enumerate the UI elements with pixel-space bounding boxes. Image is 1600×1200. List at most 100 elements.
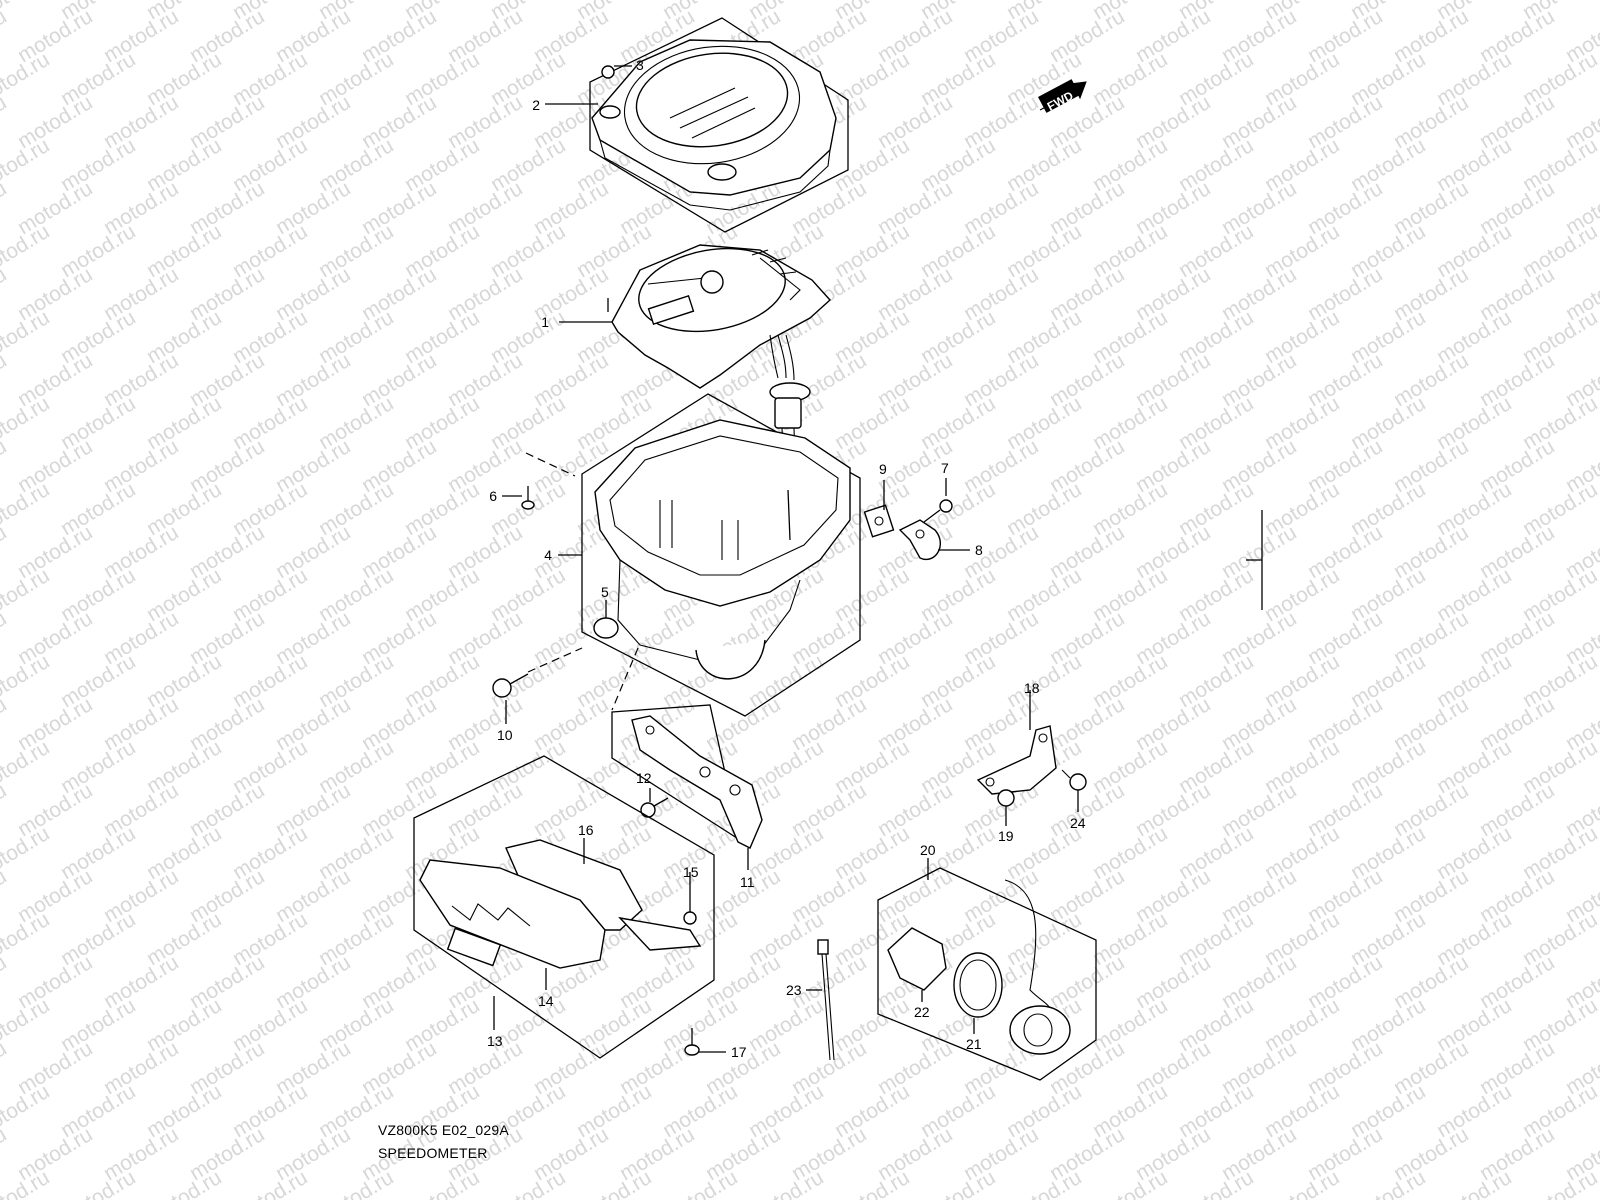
- watermark-text: motod.ru: [1175, 134, 1258, 196]
- grommet-5: [593, 617, 619, 639]
- watermark-text: motod.ru: [100, 5, 183, 67]
- watermark-text: motod.ru: [186, 177, 269, 239]
- watermark-text: motod.ru: [1476, 91, 1559, 153]
- watermark-text: motod.ru: [315, 908, 398, 970]
- watermark-text: motod.ru: [0, 1123, 11, 1185]
- watermark-text: motod.ru: [315, 478, 398, 540]
- watermark-text: motod.ru: [14, 607, 97, 669]
- watermark-text: motod.ru: [14, 435, 97, 497]
- watermark-text: motod.ru: [573, 650, 656, 712]
- watermark-text: motod.ru: [272, 951, 355, 1013]
- watermark-text: motod.ru: [143, 822, 226, 884]
- watermark-text: motod.ru: [1347, 822, 1430, 884]
- watermark-text: motod.ru: [1218, 1037, 1301, 1099]
- watermark-text: motod.ru: [917, 392, 1000, 454]
- watermark-text: motod.ru: [57, 650, 140, 712]
- bracket-18: [976, 725, 1057, 795]
- watermark-text: motod.ru: [960, 91, 1043, 153]
- cover-boss-left: [599, 105, 621, 119]
- watermark-text: motod.ru: [1261, 564, 1344, 626]
- watermark-text: motod.ru: [0, 0, 54, 24]
- watermark-text: motod.ru: [401, 564, 484, 626]
- watermark-text: motod.ru: [57, 48, 140, 110]
- watermark-text: motod.ru: [186, 263, 269, 325]
- watermark-text: motod.ru: [1519, 306, 1600, 368]
- watermark-text: motod.ru: [272, 349, 355, 411]
- watermark-text: motod.ru: [1390, 951, 1473, 1013]
- watermark-text: motod.ru: [1562, 435, 1600, 497]
- callout-20: 20: [920, 842, 936, 858]
- watermark-text: motod.ru: [358, 435, 441, 497]
- watermark-text: motod.ru: [57, 134, 140, 196]
- watermark-text: motod.ru: [315, 564, 398, 626]
- watermark-text: motod.ru: [1476, 951, 1559, 1013]
- watermark-text: motod.ru: [917, 650, 1000, 712]
- cable-tie-23: [817, 939, 835, 1061]
- watermark-text: motod.ru: [315, 134, 398, 196]
- watermark-text: motod.ru: [1347, 0, 1430, 24]
- watermark-text: motod.ru: [788, 1123, 871, 1185]
- watermark-text: motod.ru: [229, 908, 312, 970]
- diagram-title: SPEEDOMETER: [378, 1145, 488, 1161]
- watermark-text: motod.ru: [1175, 1166, 1258, 1200]
- watermark-text: motod.ru: [0, 220, 54, 282]
- watermark-text: motod.ru: [1261, 220, 1344, 282]
- sensor-ring-21-inner: [959, 959, 997, 1011]
- watermark-text: motod.ru: [1347, 48, 1430, 110]
- watermark-text: motod.ru: [0, 306, 54, 368]
- watermark-text: motod.ru: [788, 779, 871, 841]
- watermark-text: motod.ru: [401, 134, 484, 196]
- leader-10-case: [527, 647, 583, 673]
- watermark-text: motod.ru: [444, 435, 527, 497]
- watermark-text: motod.ru: [1562, 91, 1600, 153]
- bracket-11-group: [611, 704, 763, 849]
- watermark-text: motod.ru: [1046, 607, 1129, 669]
- washer-19: [997, 789, 1015, 807]
- watermark-text: motod.ru: [14, 263, 97, 325]
- watermark-text: motod.ru: [659, 1080, 742, 1142]
- watermark-text: motod.ru: [401, 392, 484, 454]
- watermark-text: motod.ru: [1261, 0, 1344, 24]
- watermark-text: motod.ru: [401, 736, 484, 798]
- watermark-text: motod.ru: [1476, 435, 1559, 497]
- watermark-text: motod.ru: [917, 48, 1000, 110]
- watermark-text: motod.ru: [1519, 822, 1600, 884]
- watermark-text: motod.ru: [1433, 736, 1516, 798]
- watermark-text: motod.ru: [487, 392, 570, 454]
- watermark-text: motod.ru: [487, 736, 570, 798]
- watermark-text: motod.ru: [1261, 392, 1344, 454]
- watermark-text: motod.ru: [100, 1037, 183, 1099]
- watermark-text: motod.ru: [0, 865, 11, 927]
- watermark-text: motod.ru: [272, 177, 355, 239]
- watermark-text: motod.ru: [229, 220, 312, 282]
- watermark-text: motod.ru: [1046, 435, 1129, 497]
- watermark-text: motod.ru: [1046, 951, 1129, 1013]
- watermark-text: motod.ru: [874, 177, 957, 239]
- watermark-text: motod.ru: [143, 392, 226, 454]
- callout-14: 14: [538, 993, 554, 1009]
- watermark-text: motod.ru: [788, 865, 871, 927]
- screw-17: [684, 1028, 700, 1056]
- watermark-text: motod.ru: [0, 1037, 11, 1099]
- watermark-text: motod.ru: [14, 521, 97, 583]
- watermark-text: motod.ru: [315, 994, 398, 1056]
- watermark-text: motod.ru: [917, 306, 1000, 368]
- watermark-text: motod.ru: [1089, 822, 1172, 884]
- watermark-text: motod.ru: [0, 994, 54, 1056]
- watermark-text: motod.ru: [874, 5, 957, 67]
- watermark-text: motod.ru: [1132, 607, 1215, 669]
- watermark-text: motod.ru: [0, 48, 54, 110]
- watermark-text: motod.ru: [1562, 951, 1600, 1013]
- sensor-body: [1009, 1005, 1071, 1055]
- watermark-text: motod.ru: [100, 349, 183, 411]
- watermark-text: motod.ru: [100, 865, 183, 927]
- watermark-text: motod.ru: [143, 134, 226, 196]
- watermark-text: motod.ru: [1476, 5, 1559, 67]
- callout-19: 19: [998, 828, 1014, 844]
- watermark-text: motod.ru: [14, 951, 97, 1013]
- indicator-tab: [446, 927, 502, 967]
- watermark-text: motod.ru: [1132, 779, 1215, 841]
- watermark-text: motod.ru: [1347, 908, 1430, 970]
